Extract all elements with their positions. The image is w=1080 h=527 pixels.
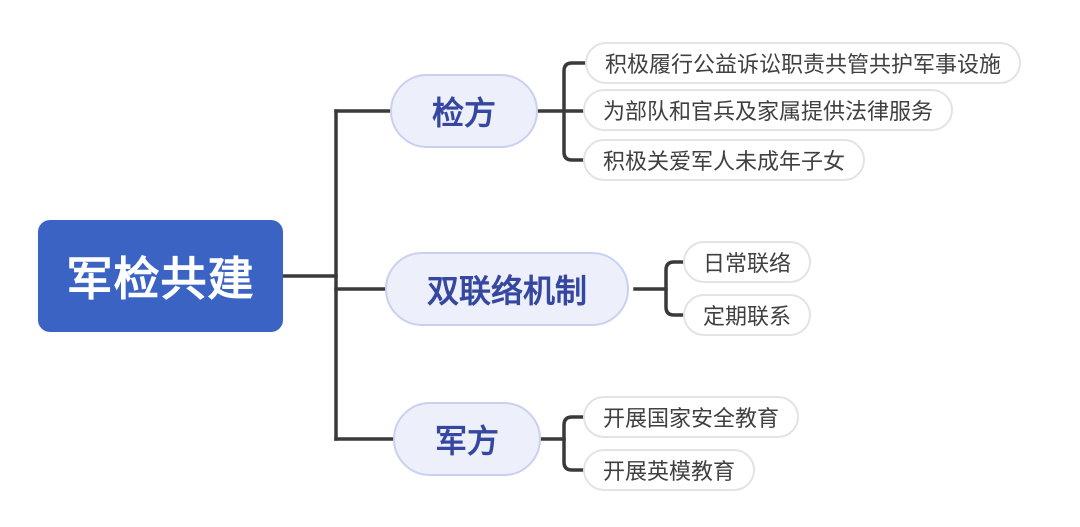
connector-branch-2-leaves [562, 415, 585, 472]
leaf-node[interactable]: 积极履行公益诉讼职责共管共护军事设施 [585, 42, 1022, 84]
root-node[interactable]: 军检共建 [38, 220, 283, 332]
leaf-node[interactable]: 开展英模教育 [583, 449, 756, 491]
leaf-node[interactable]: 积极关爱军人未成年子女 [583, 139, 866, 181]
branch-node-shuanglianluojizhi[interactable]: 双联络机制 [385, 252, 630, 326]
leaf-node[interactable]: 为部队和官兵及家属提供法律服务 [583, 89, 954, 131]
connector-branch-0-leaves [562, 61, 587, 162]
connector-branch-1-leaves [664, 260, 685, 317]
leaf-node[interactable]: 定期联系 [683, 294, 812, 336]
branch-node-junfang[interactable]: 军方 [393, 402, 542, 476]
leaf-node[interactable]: 日常联络 [683, 241, 812, 283]
leaf-node[interactable]: 开展国家安全教育 [583, 396, 800, 438]
branch-node-jianfang[interactable]: 检方 [390, 74, 539, 148]
